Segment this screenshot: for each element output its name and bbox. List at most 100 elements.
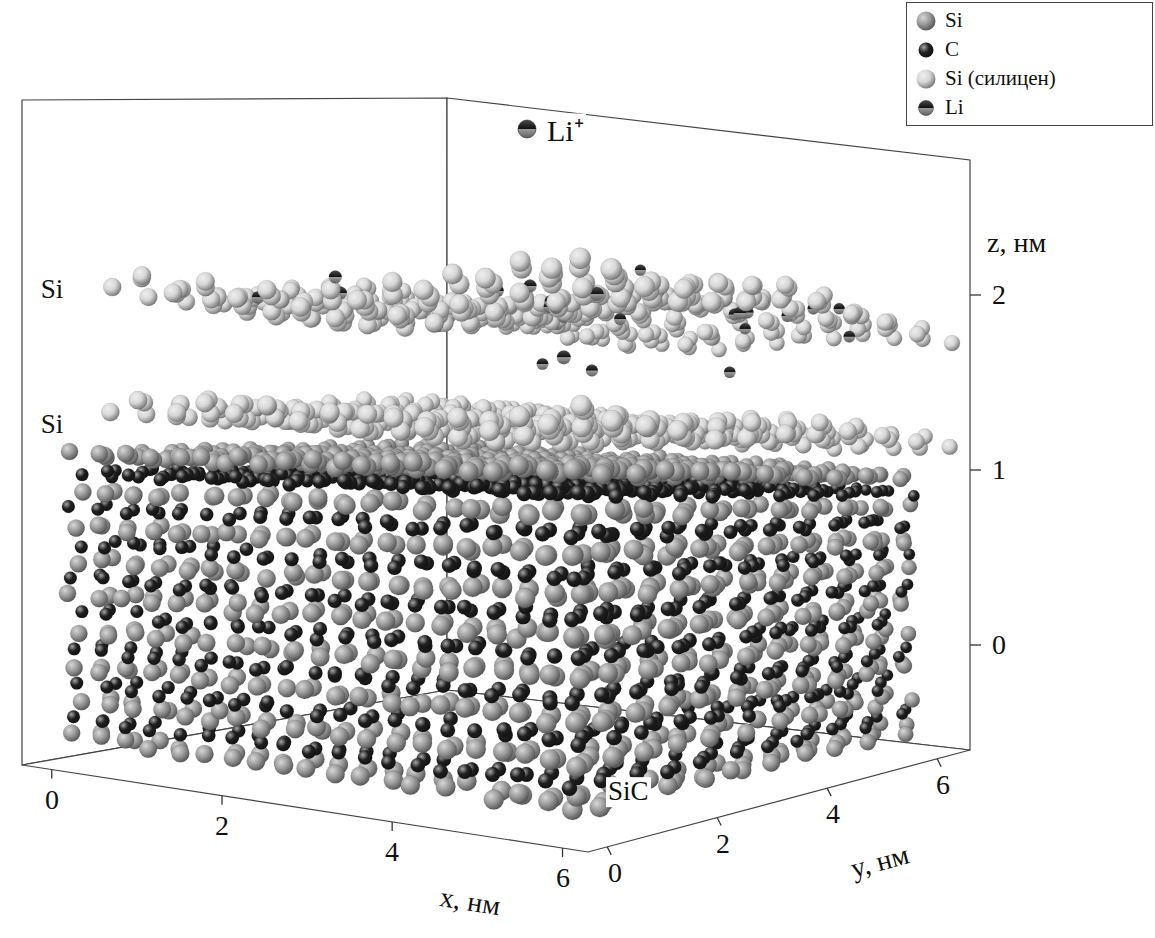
atom: [276, 528, 295, 547]
atom: [598, 582, 618, 602]
atom: [795, 469, 812, 486]
atom: [547, 571, 562, 586]
atom: [328, 666, 342, 680]
atom: [125, 685, 138, 698]
atom: [279, 512, 293, 526]
atom: [638, 584, 658, 604]
atom: [151, 559, 169, 577]
atom: [491, 562, 506, 577]
atom: [95, 644, 108, 657]
atom: [520, 665, 540, 685]
atom: [893, 471, 909, 487]
atom: [360, 494, 379, 513]
atom: [59, 585, 76, 602]
atom: [62, 500, 75, 513]
axis-tick: [607, 847, 611, 855]
atom: [690, 615, 709, 634]
atom: [767, 642, 785, 660]
atom: [192, 448, 210, 466]
atom: [859, 585, 871, 597]
atom: [97, 571, 110, 584]
atom: [803, 569, 820, 586]
atom: [634, 742, 654, 762]
atom: [831, 660, 844, 673]
atom: [729, 597, 743, 611]
atom: [497, 722, 512, 737]
atom: [699, 654, 718, 673]
atom: [98, 541, 111, 554]
atom: [758, 537, 776, 555]
atom: [171, 744, 189, 762]
atom: [757, 609, 775, 627]
atom: [262, 473, 276, 487]
atom: [191, 671, 209, 689]
atom: [147, 630, 165, 648]
atom: [440, 723, 455, 738]
atom: [592, 712, 612, 732]
atom: [297, 759, 316, 778]
atom: [205, 548, 219, 562]
atom: [334, 645, 353, 664]
atom: [791, 594, 804, 607]
atom: [280, 704, 294, 718]
atom: [739, 573, 757, 591]
atom: [695, 524, 709, 538]
atom: [91, 445, 108, 462]
atom: [602, 747, 622, 767]
atom: [738, 561, 752, 575]
atom: [565, 712, 586, 733]
atom: [168, 525, 186, 543]
atom: [121, 651, 134, 664]
atom: [865, 634, 881, 650]
atom: [97, 485, 114, 502]
atom: [773, 700, 786, 713]
atom: [457, 623, 477, 643]
atom: [459, 518, 474, 533]
atom: [772, 712, 789, 729]
atom: [257, 552, 271, 566]
atom: [634, 725, 649, 740]
atom: [358, 572, 377, 591]
atom: [593, 606, 608, 621]
atom: [205, 471, 219, 485]
atom: [727, 689, 745, 707]
atom: [622, 625, 642, 645]
atom: [192, 525, 210, 543]
atom: [384, 771, 403, 790]
atom: [872, 619, 884, 631]
atom: [173, 583, 186, 596]
atom: [832, 701, 849, 718]
atom: [896, 708, 908, 720]
atom: [517, 726, 532, 741]
atom: [515, 744, 535, 764]
atom: [309, 488, 328, 507]
atom: [91, 503, 104, 516]
atom: [222, 513, 236, 527]
atom: [147, 652, 160, 665]
atom: [337, 496, 356, 515]
atom: [309, 666, 323, 680]
atom: [442, 558, 457, 573]
atom: [302, 604, 321, 623]
atom: [729, 543, 747, 561]
atom: [893, 651, 905, 663]
atom: [176, 470, 189, 483]
atom: [467, 723, 482, 738]
atom: [61, 443, 78, 460]
atom: [673, 714, 687, 728]
atom: [338, 630, 352, 644]
atom: [143, 724, 156, 737]
atom: [690, 539, 709, 558]
atom: [124, 700, 142, 718]
atom: [510, 541, 530, 561]
atom: [152, 690, 165, 703]
atom: [120, 507, 133, 520]
atom: [660, 765, 675, 780]
atom: [381, 679, 395, 693]
atom: [724, 525, 738, 539]
atom: [139, 740, 157, 758]
atom: [702, 637, 716, 651]
atom: [253, 637, 271, 655]
atom: [68, 642, 81, 655]
atom: [805, 624, 818, 637]
